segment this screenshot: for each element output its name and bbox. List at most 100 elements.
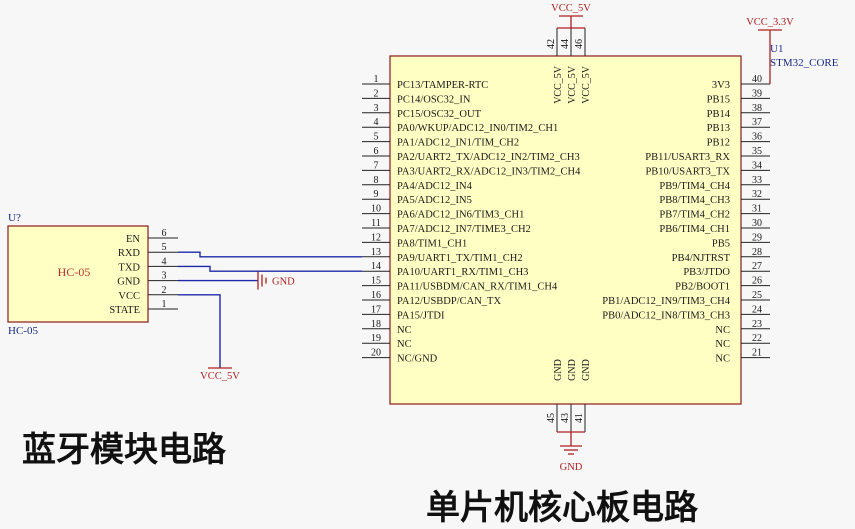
gnd-side-label: GND [272,277,295,288]
mcu-pin-name: PA7/ADC12_IN7/TIME3_CH2 [397,224,531,235]
bt-pin-number: 1 [162,299,167,310]
mcu-pin-number: 11 [371,218,381,229]
bt-footprint: HC-05 [8,325,38,337]
mcu-pin-number: 44 [560,39,571,49]
mcu-pin-name: PB4/NJTRST [672,253,731,264]
mcu-pin-name: PB12 [707,138,730,149]
mcu-pin-number: 10 [371,204,381,215]
mcu-pin-number: 30 [752,218,762,229]
mcu-pin-name: PB14 [707,109,731,120]
wire-vcc [178,294,221,368]
mcu-pin-number: 40 [752,74,762,85]
bt-pin-name: EN [126,234,140,245]
bt-module-caption: 蓝牙模块电路 [22,430,226,470]
mcu-pin-number: 25 [752,290,762,301]
mcu-pin-number: 29 [752,232,762,243]
bt-pin-number: 4 [162,256,167,267]
mcu-pin-number: 5 [374,132,379,143]
mcu-pin-name: NC [715,354,730,365]
bt-pin-name: STATE [109,305,140,316]
mcu-pin-number: 4 [374,117,379,128]
mcu-pin-number: 37 [752,117,762,128]
mcu-pin-number: 20 [371,348,381,359]
mcu-pin-number: 18 [371,319,381,330]
mcu-pin-name: PB0/ADC12_IN8/TIM3_CH3 [602,310,730,321]
mcu-pin-name: PA10/UART1_RX/TIM1_CH3 [397,267,528,278]
mcu-pin-name: PB9/TIM4_CH4 [659,181,730,192]
mcu-pin-number: 6 [374,146,379,157]
mcu-pin-number: 3 [374,103,379,114]
bt-ref: U? [8,212,21,224]
mcu-pin-name: PB13 [707,123,730,134]
bt-pin-name: GND [117,277,140,288]
mcu-pin-name: GND [581,359,592,381]
mcu-pin-name: PA3/UART2_RX/ADC12_IN3/TIM2_CH4 [397,166,581,177]
mcu-ref: U1 [770,43,783,55]
mcu-pin-number: 17 [371,304,381,315]
mcu-pin-number: 42 [546,39,557,49]
mcu-pin-number: 2 [374,88,379,99]
mcu-pin-number: 27 [752,261,762,272]
mcu-pin-name: PB8/TIM4_CH3 [659,195,730,206]
mcu-pin-name: PB6/TIM4_CH1 [659,224,730,235]
mcu-pin-number: 41 [574,413,585,423]
mcu-core-caption: 单片机核心板电路 [426,488,698,528]
mcu-pin-number: 7 [374,160,379,171]
bt-pin-name: VCC [118,291,140,302]
bt-pin-number: 3 [162,271,167,282]
mcu-pin-number: 28 [752,247,762,258]
mcu-pin-name: PB7/TIM4_CH2 [659,210,730,221]
bt-pin-name: TXD [118,262,140,273]
mcu-pin-name: NC/GND [397,354,438,365]
mcu-pin-name: PA15/JTDI [397,310,445,321]
mcu-pin-name: VCC_5V [581,65,592,104]
mcu-pin-number: 31 [752,204,762,215]
mcu-pin-name: PB3/JTDO [683,267,730,278]
mcu-pin-number: 15 [371,276,381,287]
mcu-pin-name: PC15/OSC32_OUT [397,109,482,120]
bt-pin-number: 2 [162,285,167,296]
mcu-pin-name: NC [397,339,412,350]
mcu-pin-number: 36 [752,132,762,143]
mcu-pin-number: 32 [752,189,762,200]
mcu-pin-name: PB10/USART3_TX [645,166,730,177]
mcu-pin-name: PA6/ADC12_IN6/TIM3_CH1 [397,210,524,221]
mcu-pin-number: 13 [371,247,381,258]
mcu-pin-number: 1 [374,74,379,85]
mcu-pin-number: 22 [752,333,762,344]
mcu-pin-name: GND [553,359,564,381]
mcu-pin-name: NC [397,325,412,336]
mcu-pin-name: PA2/UART2_TX/ADC12_IN2/TIM2_CH3 [397,152,580,163]
mcu-pin-name: PA4/ADC12_IN4 [397,181,473,192]
vcc-5v-bottom-label: VCC_5V [200,371,240,382]
bt-body [7,225,149,323]
vcc-5v-top-label: VCC_5V [551,3,591,14]
mcu-pin-number: 21 [752,348,762,359]
mcu-pin-number: 9 [374,189,379,200]
mcu-pin-name: VCC_5V [567,65,578,104]
mcu-pin-name: VCC_5V [553,65,564,104]
mcu-pin-name: PC14/OSC32_IN [397,94,471,105]
mcu-body [389,55,742,405]
wire-txd-pa10 [178,265,362,272]
mcu-pin-number: 26 [752,276,762,287]
wire-rxd-pa9 [178,251,362,258]
mcu-pin-name: NC [715,339,730,350]
mcu-pin-number: 46 [574,39,585,49]
mcu-pin-name: PA12/USBDP/CAN_TX [397,296,501,307]
mcu-pin-number: 45 [546,413,557,423]
mcu-pin-number: 33 [752,175,762,186]
mcu-pin-number: 35 [752,146,762,157]
mcu-pin-name: PA8/TIM1_CH1 [397,238,467,249]
bt-part-name: HC-05 [58,265,91,279]
mcu-pin-name: PA0/WKUP/ADC12_IN0/TIM2_CH1 [397,123,558,134]
mcu-pin-name: GND [567,359,578,381]
gnd-bottom-label: GND [560,462,583,473]
mcu-pin-number: 12 [371,232,381,243]
mcu-pin-number: 23 [752,319,762,330]
mcu-pin-name: PA11/USBDM/CAN_RX/TIM1_CH4 [397,282,558,293]
mcu-pin-name: PB15 [707,94,730,105]
mcu-pin-number: 19 [371,333,381,344]
